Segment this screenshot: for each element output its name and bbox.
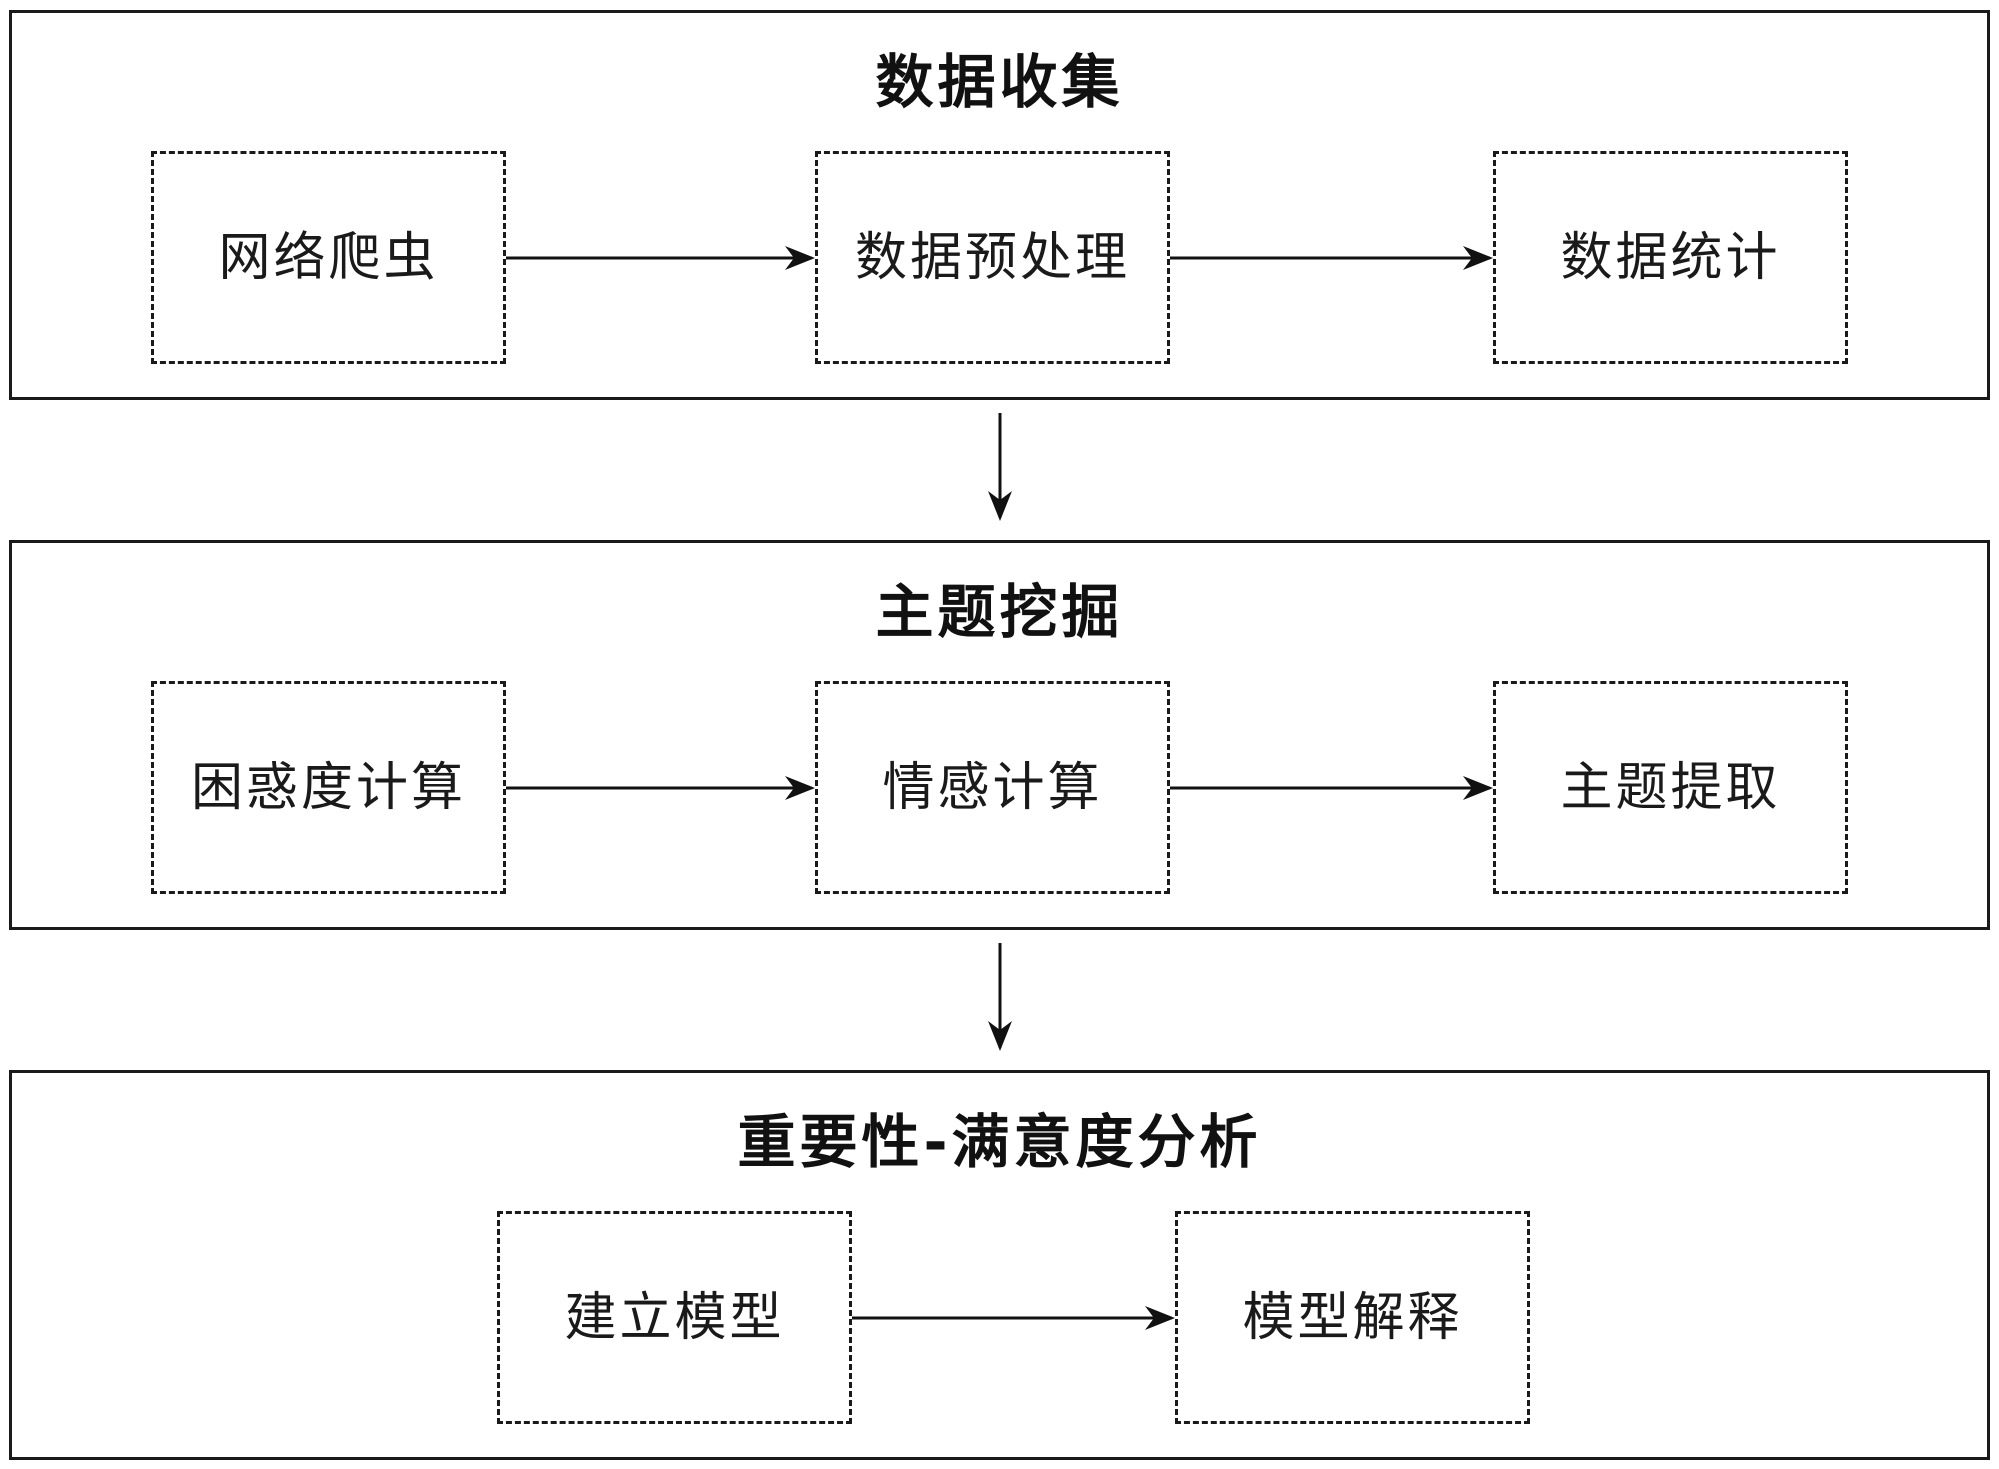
node-sentiment-calculation: 情感计算: [815, 681, 1170, 894]
section-importance-satisfaction-analysis: 重要性-满意度分析: [9, 1070, 1990, 1460]
section-title: 主题挖掘: [875, 578, 1124, 646]
node-data-statistics: 数据统计: [1493, 151, 1848, 364]
node-label: 数据统计: [1560, 227, 1781, 288]
section-title: 数据收集: [875, 48, 1124, 116]
node-label: 模型解释: [1242, 1287, 1463, 1348]
node-data-preprocessing: 数据预处理: [815, 151, 1170, 364]
node-perplexity-calculation: 困惑度计算: [151, 681, 506, 894]
section-title: 重要性-满意度分析: [737, 1108, 1262, 1176]
node-build-model: 建立模型: [497, 1211, 852, 1424]
node-label: 建立模型: [564, 1287, 785, 1348]
node-topic-extraction: 主题提取: [1493, 681, 1848, 894]
node-web-crawler: 网络爬虫: [151, 151, 506, 364]
node-label: 数据预处理: [854, 227, 1130, 288]
node-label: 网络爬虫: [218, 227, 439, 288]
node-label: 情感计算: [882, 757, 1103, 818]
node-label: 困惑度计算: [190, 757, 466, 818]
node-label: 主题提取: [1560, 757, 1781, 818]
node-model-interpretation: 模型解释: [1175, 1211, 1530, 1424]
